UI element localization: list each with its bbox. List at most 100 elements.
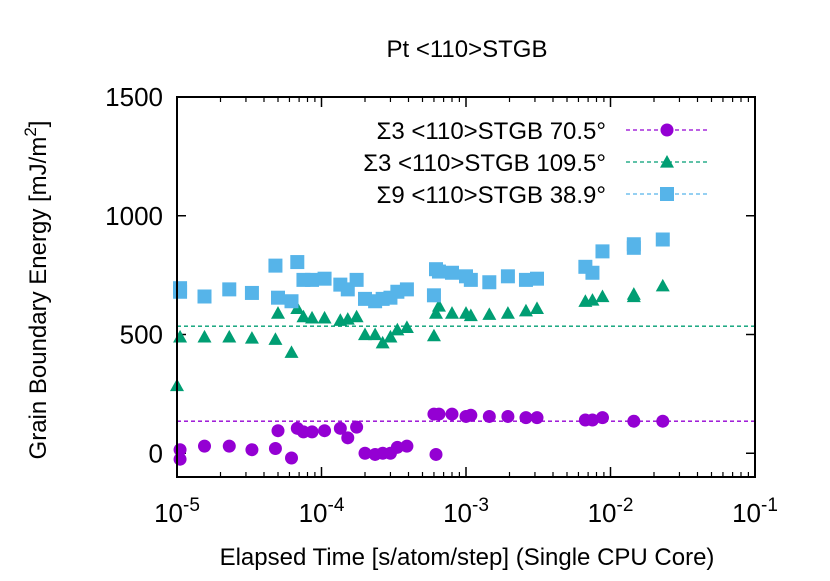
data-point-series-2 xyxy=(482,307,497,320)
x-tick-label: 10-3 xyxy=(443,495,489,528)
data-point-series-1 xyxy=(519,411,533,425)
x-tick-base: 10 xyxy=(588,498,617,528)
x-tick-base: 10 xyxy=(732,498,761,528)
data-point-series-1 xyxy=(585,413,599,427)
data-point-series-2 xyxy=(500,306,515,319)
data-point-series-2 xyxy=(585,293,600,306)
data-point-series-3 xyxy=(518,272,533,287)
data-point-series-3 xyxy=(305,272,320,287)
data-point-series-2 xyxy=(426,328,441,342)
legend-marker xyxy=(660,187,674,201)
data-point-series-2 xyxy=(305,310,320,324)
y-tick-label: 0 xyxy=(149,438,163,468)
data-point-series-1 xyxy=(501,409,515,423)
data-point-series-3 xyxy=(500,269,515,284)
x-tick-base: 10 xyxy=(154,498,183,528)
data-point-series-2 xyxy=(530,301,545,314)
data-point-series-3 xyxy=(482,275,497,290)
x-axis-label: Elapsed Time [s/atom/step] (Single CPU C… xyxy=(220,544,715,571)
data-point-series-3 xyxy=(173,284,188,299)
data-point-series-2 xyxy=(655,278,670,292)
data-point-series-2 xyxy=(375,335,390,349)
data-point-series-1 xyxy=(305,425,319,439)
data-point-series-1 xyxy=(271,424,285,438)
data-point-series-2 xyxy=(173,329,188,343)
data-point-series-2 xyxy=(357,327,372,341)
data-point-series-2 xyxy=(296,309,311,323)
data-point-series-2 xyxy=(429,306,444,319)
data-point-series-1 xyxy=(350,420,364,434)
x-tick-exponent: -3 xyxy=(472,495,489,516)
data-point-series-2 xyxy=(463,308,478,322)
y-tick-label: 1000 xyxy=(105,201,163,231)
plot-frame xyxy=(176,96,756,478)
data-point-series-2 xyxy=(349,309,364,323)
y-tick-label: 1500 xyxy=(105,82,163,112)
x-tick-label: 10-4 xyxy=(299,495,345,528)
data-point-series-1 xyxy=(627,414,641,428)
data-point-series-1 xyxy=(595,411,609,425)
data-point-series-1 xyxy=(333,421,347,435)
data-point-series-2 xyxy=(518,303,533,317)
data-point-series-1 xyxy=(445,407,459,421)
data-point-series-3 xyxy=(222,282,237,297)
data-point-series-1 xyxy=(341,431,355,445)
data-point-series-2 xyxy=(444,306,459,319)
data-point-series-2 xyxy=(284,345,299,358)
data-point-series-2 xyxy=(271,306,286,319)
chart-title: Pt <110>STGB xyxy=(387,36,548,63)
data-point-series-1 xyxy=(222,439,236,453)
data-point-series-3 xyxy=(530,271,545,286)
data-point-series-2 xyxy=(197,329,212,343)
data-point-series-3 xyxy=(463,272,478,287)
x-tick-exponent: -2 xyxy=(617,495,634,516)
data-point-series-3 xyxy=(197,289,212,304)
data-point-series-3 xyxy=(290,255,305,270)
data-point-series-1 xyxy=(482,409,496,423)
data-point-series-3 xyxy=(431,264,446,279)
x-tick-label: 10-1 xyxy=(732,495,778,528)
x-tick-exponent: -1 xyxy=(761,495,778,516)
data-point-series-2 xyxy=(368,327,383,341)
data-point-series-3 xyxy=(655,232,670,247)
x-tick-exponent: -5 xyxy=(183,495,200,516)
data-point-series-3 xyxy=(399,282,414,297)
x-tick-label: 10-2 xyxy=(588,495,634,528)
data-point-series-1 xyxy=(268,442,282,455)
data-point-series-3 xyxy=(284,294,299,309)
data-point-series-3 xyxy=(595,244,610,259)
data-point-series-1 xyxy=(358,446,372,460)
data-point-series-2 xyxy=(431,299,446,312)
data-point-series-3 xyxy=(626,240,641,255)
data-point-series-3 xyxy=(271,290,286,305)
data-point-series-1 xyxy=(390,440,404,454)
legend: Σ3 <110>STGB 70.5°Σ3 <110>STGB 109.5°Σ9 … xyxy=(363,118,708,209)
data-point-series-2 xyxy=(626,289,641,303)
legend-marker xyxy=(660,155,674,168)
data-point-series-1 xyxy=(432,407,446,421)
data-point-series-2 xyxy=(399,320,414,333)
data-point-series-3 xyxy=(268,258,283,273)
data-point-series-3 xyxy=(444,265,459,280)
data-point-series-2 xyxy=(222,329,237,343)
data-point-series-2 xyxy=(244,331,259,344)
x-tick-label: 10-5 xyxy=(154,495,200,528)
y-axis-label-end: ] xyxy=(25,121,52,128)
data-point-series-1 xyxy=(245,443,259,457)
data-point-series-1 xyxy=(429,447,443,461)
y-axis-label-superscript: 2 xyxy=(21,127,40,136)
data-point-series-2 xyxy=(383,329,398,343)
data-point-series-2 xyxy=(268,332,283,345)
data-point-series-1 xyxy=(400,439,414,453)
x-tick-exponent: -4 xyxy=(328,495,345,516)
legend-label: Σ3 <110>STGB 109.5° xyxy=(363,150,606,177)
data-point-series-1 xyxy=(173,443,187,457)
legend-label: Σ9 <110>STGB 38.9° xyxy=(377,182,606,209)
data-point-series-1 xyxy=(318,424,332,438)
y-tick-label: 500 xyxy=(120,320,163,350)
y-axis-label-main: Grain Boundary Energy [mJ/m xyxy=(25,137,52,460)
legend-marker xyxy=(660,123,674,137)
data-point-series-3 xyxy=(244,285,259,300)
x-tick-base: 10 xyxy=(299,498,328,528)
